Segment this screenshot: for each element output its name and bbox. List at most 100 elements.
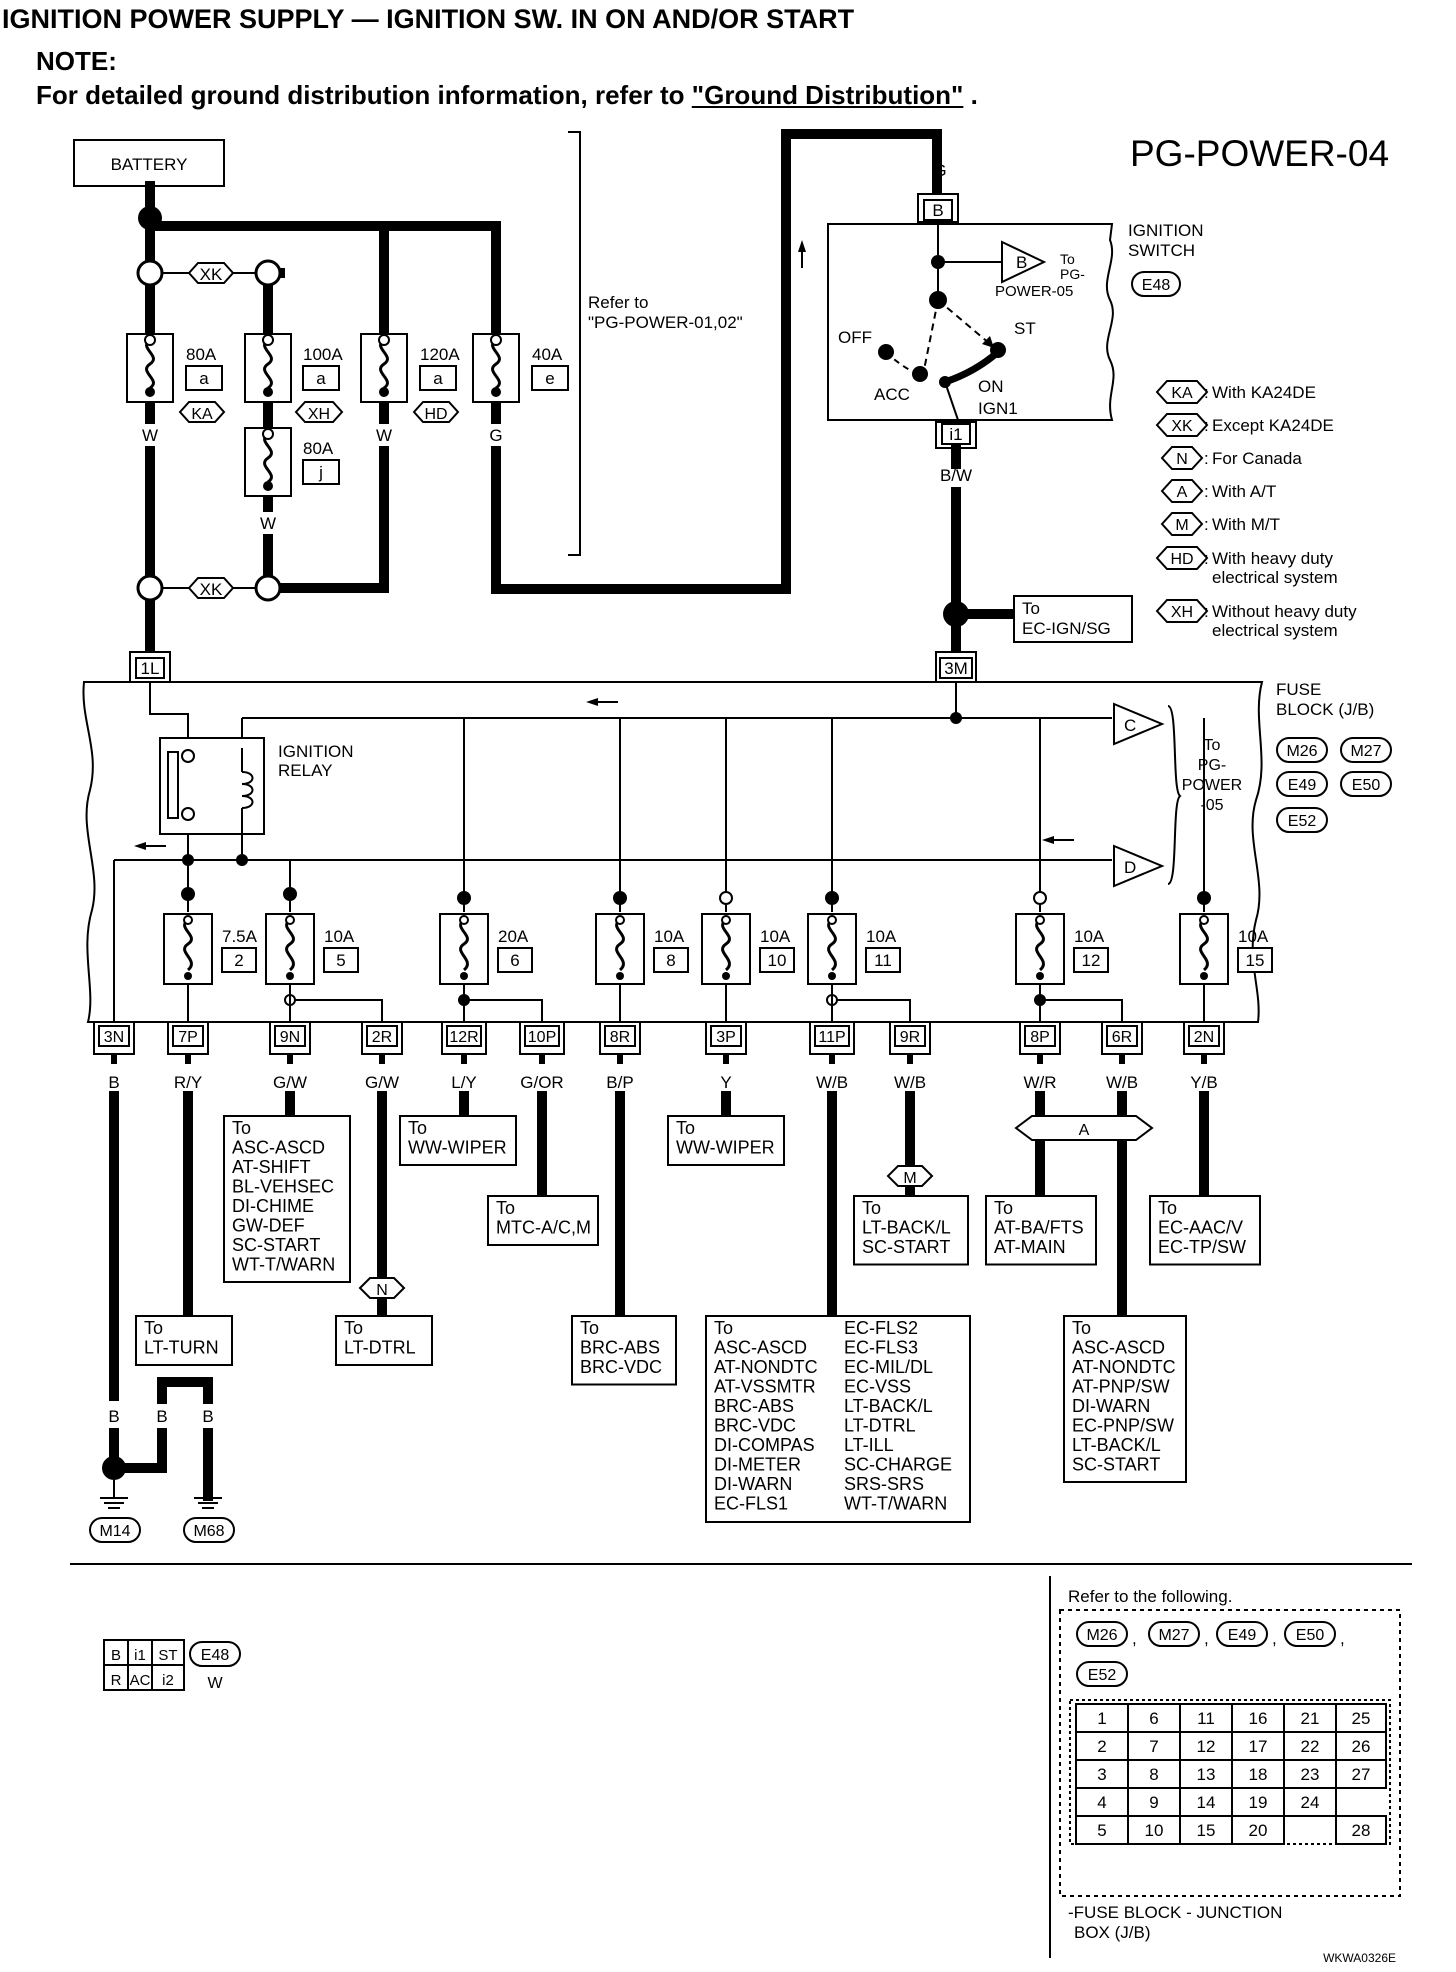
svg-text:M14: M14 — [99, 1523, 130, 1540]
dest-line: EC-FLS2 — [844, 1318, 918, 1338]
dest-w-b-group: ToASC-ASCDAT-NONDTCAT-VSSMTRBRC-ABSBRC-V… — [705, 1315, 971, 1523]
wire-color: B/P — [606, 1073, 633, 1092]
pin-8r: 8RB/P — [599, 1021, 641, 1092]
svg-text:A: A — [1079, 1122, 1090, 1139]
dest-line: AT-NONDTC — [714, 1357, 818, 1377]
dest-line: To — [408, 1118, 427, 1138]
note-text: For detailed ground distribution informa… — [36, 80, 692, 110]
ground-symbol-m14 — [100, 1480, 128, 1509]
dest-line: To — [1158, 1198, 1177, 1218]
wire-color-fl4: G — [489, 426, 502, 445]
wire-color: Y — [720, 1073, 731, 1092]
grid-cell-label: 3 — [1097, 1765, 1106, 1784]
grid-cell-label: 26 — [1352, 1737, 1371, 1756]
grid-cell — [1179, 1759, 1233, 1789]
fuse-amp: 10A — [1074, 927, 1105, 946]
ground-distribution-link[interactable]: "Ground Distribution" — [691, 80, 964, 110]
grid-cell — [1231, 1815, 1285, 1845]
pin-label: 9N — [280, 1029, 300, 1046]
wire-color: G/W — [273, 1073, 307, 1092]
legend-tag-n — [1160, 446, 1204, 470]
dest-line: DI-COMPAS — [714, 1435, 815, 1455]
fb-conn-m26-label: M26 — [1286, 743, 1317, 760]
legend-tag-xk — [1155, 413, 1209, 437]
fusible-link-4: 40A e — [472, 333, 569, 403]
ground-wire-1: B — [108, 1407, 119, 1426]
grid-cell-label: 9 — [1149, 1793, 1158, 1812]
ign-pos-acc — [912, 366, 928, 382]
grid-cell — [1075, 1703, 1129, 1733]
xk-tag-bottom — [187, 577, 235, 599]
dest-line: To — [580, 1318, 599, 1338]
grid-cell-label: 1 — [1097, 1709, 1106, 1728]
wire-color: B — [108, 1073, 119, 1092]
pin-label: 9R — [900, 1029, 920, 1046]
fuse-amp: 10A — [324, 927, 355, 946]
svg-text:80A: 80A — [186, 345, 217, 364]
grid-cell — [1335, 1759, 1387, 1789]
legend-tag-ka — [1155, 380, 1209, 404]
dest-line: To — [714, 1318, 733, 1338]
fuse-number: 8 — [666, 951, 675, 970]
ref-conn-m27-label: M27 — [1158, 1627, 1189, 1644]
pin-8p: 8PW/R — [1019, 1021, 1061, 1092]
diagram-id: PG-POWER-04 — [1130, 133, 1389, 174]
dest-line: To — [496, 1198, 515, 1218]
svg-text:e: e — [545, 369, 554, 388]
pin-label: 2N — [1194, 1029, 1214, 1046]
fusible-link-1: 80A a KA W — [126, 333, 226, 445]
grid-cell-label: 28 — [1352, 1821, 1371, 1840]
comma: , — [1340, 1629, 1345, 1648]
dest-line: AT-NONDTC — [1072, 1357, 1176, 1377]
xk-terminal-top-right — [254, 259, 282, 287]
ref-conn-e50 — [1284, 1621, 1336, 1647]
grid-cell-label: 25 — [1352, 1709, 1371, 1728]
pin-label: 11P — [818, 1029, 845, 1046]
dest-line: EC-VSS — [844, 1377, 911, 1397]
dest-line: To — [1072, 1318, 1091, 1338]
svg-text:40A: 40A — [532, 345, 563, 364]
dest-line: To — [994, 1198, 1013, 1218]
dest-line: SC-CHARGE — [844, 1455, 952, 1475]
grid-cell-label: 14 — [1197, 1793, 1216, 1812]
dest-line: To — [344, 1318, 363, 1338]
grid-cell-label: 20 — [1249, 1821, 1268, 1840]
fb-conn-e49-label: E49 — [1288, 777, 1317, 794]
dest-line: BL-VEHSEC — [232, 1177, 334, 1197]
xk-terminal-top-left — [136, 259, 164, 287]
svg-text:E48: E48 — [201, 1647, 230, 1664]
svg-text:N: N — [376, 1282, 388, 1299]
pin-7p: 7PR/Y — [167, 1021, 209, 1092]
figure-code: WKWA0326E — [1323, 1951, 1396, 1965]
svg-text:B: B — [1016, 253, 1027, 272]
fuse-amp: 10A — [866, 927, 897, 946]
fuse-number: 11 — [874, 951, 892, 970]
pin-label: 3N — [104, 1029, 124, 1046]
dest-line: SC-START — [1072, 1455, 1160, 1475]
xk-tag-top — [187, 262, 235, 284]
legend-tag-a — [1160, 479, 1204, 503]
svg-text:M: M — [903, 1170, 916, 1187]
dest-line: EC-FLS3 — [844, 1338, 918, 1358]
tag-m — [886, 1165, 934, 1187]
comma: , — [1132, 1629, 1137, 1648]
pin-label: 10P — [528, 1029, 556, 1046]
dest-line: To — [144, 1318, 163, 1338]
fusible-link-2: 100A a XH — [244, 333, 343, 423]
svg-text:ST: ST — [1014, 319, 1036, 338]
ground-wire-2: B — [156, 1407, 167, 1426]
svg-text:KA: KA — [191, 406, 213, 423]
connector-e48-face: B i1 ST R AC i2 E48 W — [103, 1639, 241, 1692]
svg-text:POWER: POWER — [1182, 777, 1242, 794]
grid-cell-label: 16 — [1249, 1709, 1268, 1728]
fuse-amp: 7.5A — [222, 927, 258, 946]
dest-line: AT-BA/FTS — [994, 1218, 1084, 1238]
svg-text:ST: ST — [158, 1647, 177, 1664]
comma: , — [1272, 1629, 1277, 1648]
